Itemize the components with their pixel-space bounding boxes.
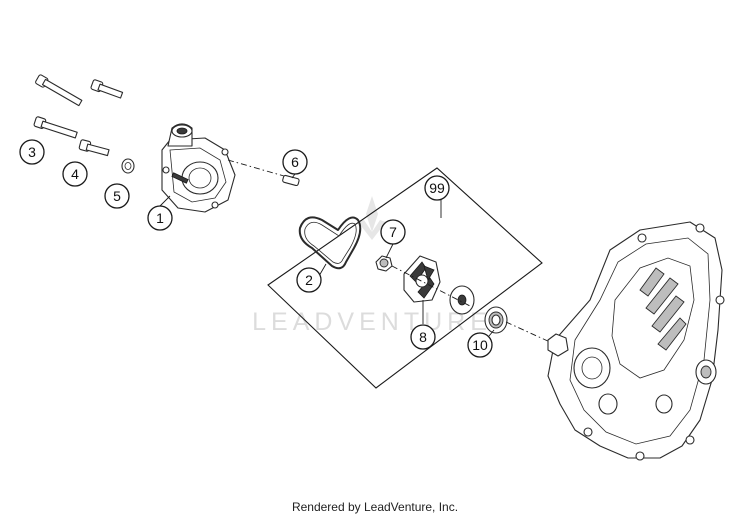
washer: [121, 158, 135, 174]
callout-label-2: 2: [305, 272, 313, 288]
leader-1: [159, 195, 171, 207]
callout-label-10: 10: [472, 337, 488, 353]
impeller-nut: [375, 255, 393, 272]
bolt-short-2: [78, 139, 110, 157]
footer-credit: Rendered by LeadVenture, Inc.: [291, 500, 459, 514]
watermark-text: LEADVENTURE: [252, 308, 492, 336]
bolt-long-2: [33, 116, 78, 139]
callout-3: 3: [19, 139, 45, 165]
dowel-pin: [282, 174, 300, 187]
callout-label-1: 1: [156, 210, 164, 226]
leader-2: [318, 263, 327, 277]
bolt-long-1: [35, 74, 83, 107]
callout-1: 1: [147, 205, 173, 231]
leader-10: [488, 329, 495, 337]
callout-7: 7: [380, 219, 406, 245]
leader-6: [291, 173, 296, 179]
callout-5: 5: [104, 183, 130, 209]
callout-label-3: 3: [28, 144, 36, 160]
callout-2: 2: [296, 267, 322, 293]
kit-outline-box: [267, 167, 543, 389]
exploded-parts-diagram: LEADVENTURE: [19, 74, 725, 461]
water-pump-cover: [161, 123, 236, 213]
callout-label-4: 4: [71, 166, 79, 182]
callout-4: 4: [62, 161, 88, 187]
clutch-cover-housing: [547, 221, 725, 461]
leader-7: [385, 243, 394, 259]
callout-label-6: 6: [291, 154, 299, 170]
callout-label-99: 99: [429, 180, 445, 196]
gasket-inner: [304, 221, 357, 264]
callout-8: 8: [410, 324, 436, 350]
callout-label-5: 5: [113, 188, 121, 204]
callout-label-8: 8: [419, 329, 427, 345]
watermark: LEADVENTURE: [252, 196, 492, 336]
water-pump-impeller: [403, 255, 441, 303]
gasket-outer: [298, 216, 362, 270]
impeller-disc: [449, 285, 475, 315]
callout-10: 10: [467, 332, 493, 358]
bolt-short-1: [90, 79, 124, 99]
callout-99: 99: [424, 175, 450, 201]
callout-label-7: 7: [389, 224, 397, 240]
callout-6: 6: [282, 149, 308, 175]
shaft-seal-ring: [484, 306, 508, 334]
